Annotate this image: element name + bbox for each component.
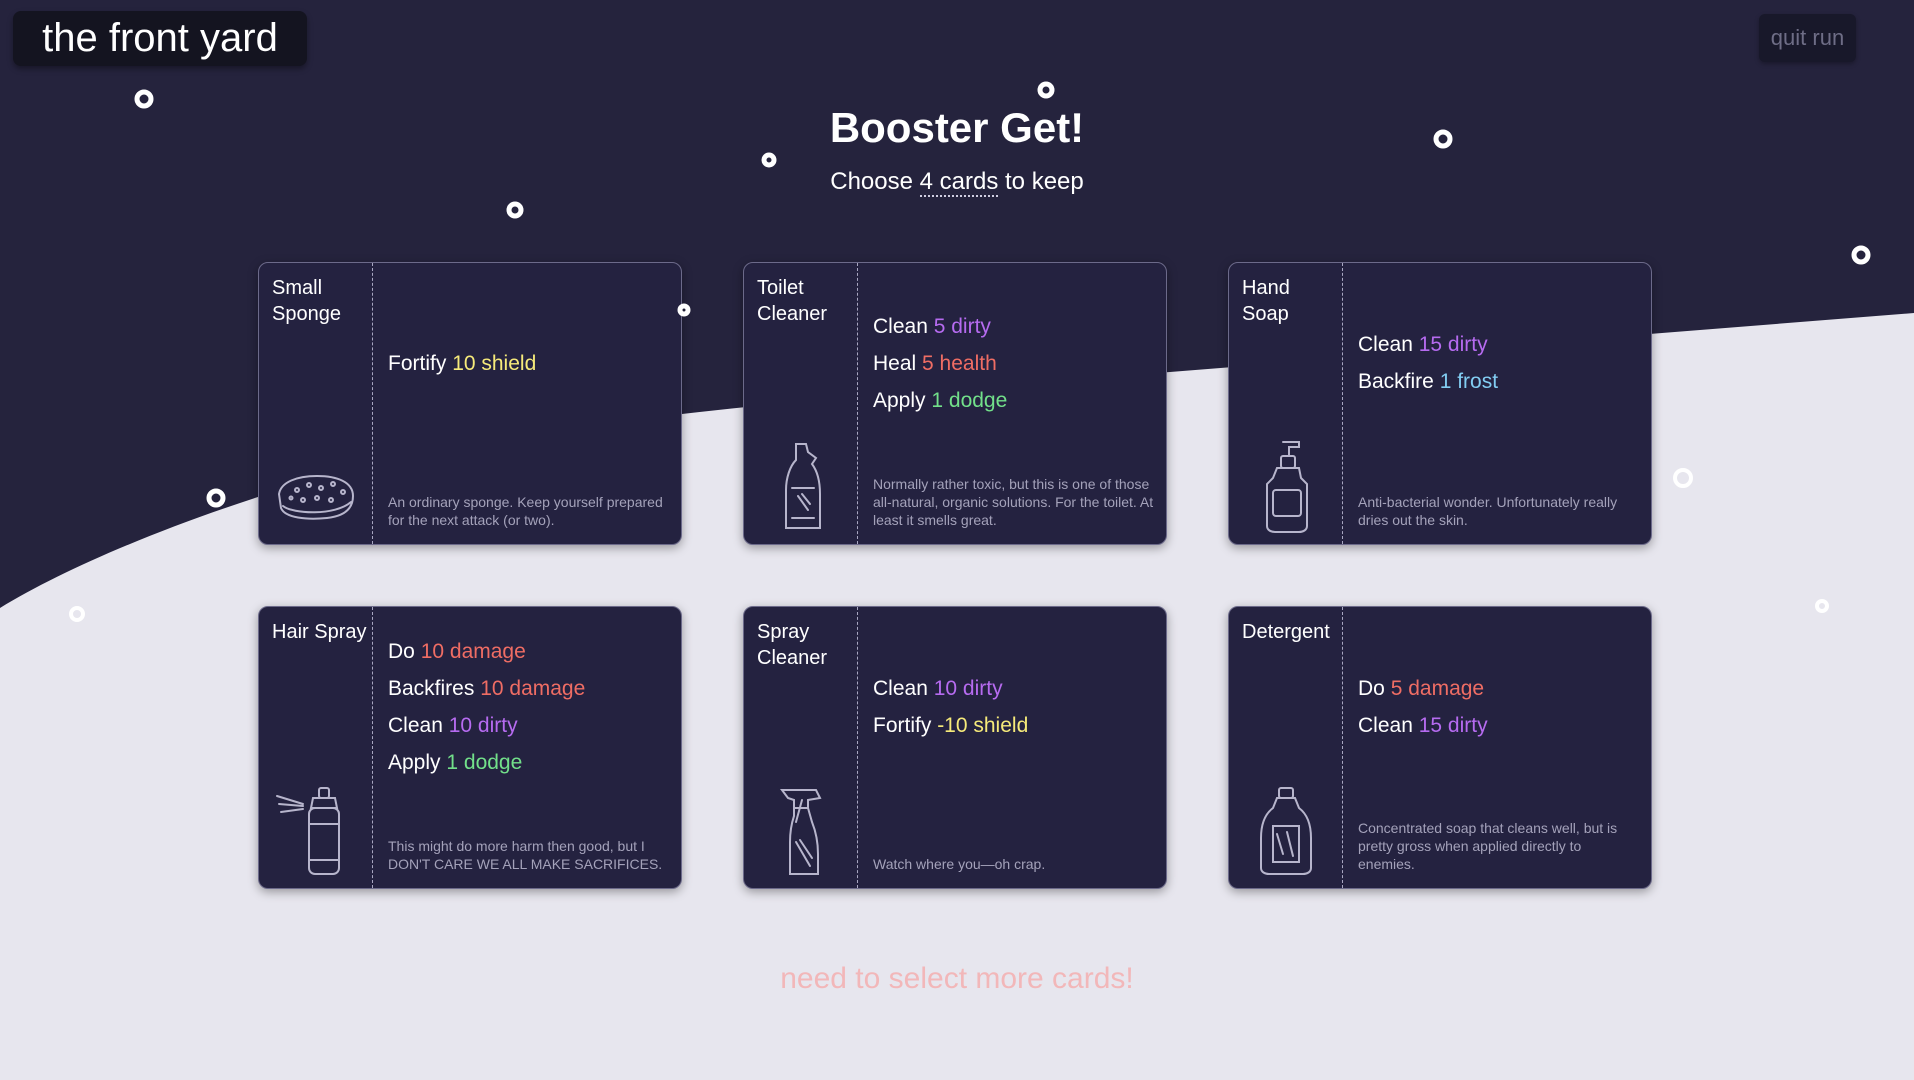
card-flavor-text: Anti-bacterial wonder. Unfortunately rea…	[1358, 494, 1618, 528]
effect-value: 10 shield	[452, 351, 537, 375]
card-spray-cleaner[interactable]: Spray Cleaner Clean 10 dirty Fortify -10…	[743, 606, 1167, 889]
card-flavor-text: Concentrated soap that cleans well, but …	[1358, 820, 1618, 872]
effect-line: Fortify -10 shield	[873, 707, 1156, 744]
effect-line: Clean 5 dirty	[873, 308, 1156, 345]
card-art-panel: Toilet Cleaner	[744, 263, 858, 544]
effect-line: Do 10 damage	[388, 633, 671, 670]
effect-value: 15 dirty	[1418, 714, 1488, 737]
effect-line: Apply 1 dodge	[388, 744, 671, 781]
effect-value: -10 shield	[937, 714, 1029, 737]
effect-line: Do 5 damage	[1358, 670, 1641, 707]
effect-line: Clean 10 dirty	[873, 670, 1156, 707]
selection-status-message: need to select more cards!	[780, 962, 1134, 995]
card-flavor-text: An ordinary sponge. Keep yourself prepar…	[388, 494, 663, 528]
card-effects: Do 5 damage Clean 15 dirty	[1358, 607, 1641, 807]
effect-verb: Backfires	[388, 677, 475, 700]
effect-value: 1 frost	[1439, 370, 1499, 393]
effect-verb: Do	[1358, 677, 1385, 700]
effect-value: 10 dirty	[448, 714, 518, 737]
card-toilet-cleaner[interactable]: Toilet Cleaner Clean 5 dirty Heal 5 heal…	[743, 262, 1167, 545]
card-flavor-text: This might do more harm then good, but I…	[388, 838, 663, 872]
effect-verb: Apply	[388, 751, 441, 774]
quit-run-button[interactable]: quit run	[1759, 14, 1856, 62]
effect-line: Clean 15 dirty	[1358, 326, 1641, 363]
card-art-panel: Spray Cleaner	[744, 607, 858, 888]
card-name: Hand Soap	[1242, 277, 1290, 325]
toilet-cleaner-bottle-icon	[785, 443, 821, 529]
effect-verb: Do	[388, 640, 415, 663]
effect-verb: Fortify	[388, 351, 447, 375]
effect-verb: Clean	[388, 714, 443, 737]
card-detergent[interactable]: Detergent Do 5 damage Clean 15 dirty Con…	[1228, 606, 1652, 889]
effect-line: Backfires 10 damage	[388, 670, 671, 707]
hair-spray-can-icon	[276, 787, 340, 875]
spray-bottle-icon	[780, 789, 822, 875]
card-effects: Do 10 damage Backfires 10 damage Clean 1…	[388, 607, 671, 807]
card-effects: Fortify 10 shield	[388, 263, 671, 463]
effect-value: 5 health	[922, 351, 997, 375]
effect-value: 5 damage	[1390, 677, 1485, 700]
effect-value: 10 damage	[480, 677, 586, 700]
card-art-panel: Hair Spray	[259, 607, 373, 888]
detergent-bottle-icon	[1260, 787, 1312, 875]
card-hand-soap[interactable]: Hand Soap Clean 15 dirty Backfire 1 fros…	[1228, 262, 1652, 545]
card-effects: Clean 10 dirty Fortify -10 shield	[873, 607, 1156, 807]
effect-value: 15 dirty	[1418, 333, 1488, 356]
effect-verb: Clean	[1358, 714, 1413, 737]
card-small-sponge[interactable]: Small Sponge Fortify 10 shield An ordina…	[258, 262, 682, 545]
card-name: Spray Cleaner	[757, 621, 828, 669]
effect-line: Apply 1 dodge	[873, 382, 1156, 419]
booster-subtitle: Choose 4 cards to keep	[0, 168, 1914, 197]
effect-verb: Clean	[1358, 333, 1413, 356]
effect-verb: Backfire	[1358, 370, 1434, 393]
effect-line: Backfire 1 frost	[1358, 363, 1641, 400]
effect-value: 10 damage	[420, 640, 526, 663]
card-name: Toilet Cleaner	[757, 277, 828, 325]
card-hair-spray[interactable]: Hair Spray Do 10 damage Backfires 10 dam…	[258, 606, 682, 889]
card-name: Small Sponge	[272, 277, 341, 325]
effect-line: Clean 10 dirty	[388, 707, 671, 744]
hand-soap-pump-icon	[1266, 441, 1308, 533]
effect-verb: Clean	[873, 677, 928, 700]
effect-value: 5 dirty	[933, 314, 991, 338]
booster-title: Booster Get!	[829, 104, 1085, 151]
effect-verb: Heal	[873, 351, 917, 375]
card-art-panel: Small Sponge	[259, 263, 373, 544]
effect-verb: Apply	[873, 388, 926, 412]
card-flavor-text: Normally rather toxic, but this is one o…	[873, 476, 1154, 528]
card-art-panel: Detergent	[1229, 607, 1343, 888]
card-flavor-text: Watch where you—oh crap.	[873, 856, 1046, 872]
card-art-panel: Hand Soap	[1229, 263, 1343, 544]
effect-line: Fortify 10 shield	[388, 345, 671, 382]
subtitle-suffix: to keep	[1005, 168, 1084, 195]
effect-value: 1 dodge	[446, 751, 523, 774]
cards-to-keep-count: 4 cards	[919, 168, 999, 197]
effect-verb: Fortify	[873, 714, 932, 737]
sponge-icon	[277, 474, 355, 520]
subtitle-prefix: Choose	[830, 168, 913, 195]
card-effects: Clean 5 dirty Heal 5 health Apply 1 dodg…	[873, 263, 1156, 463]
card-name: Hair Spray	[272, 621, 367, 643]
effect-value: 10 dirty	[933, 677, 1003, 700]
location-title: the front yard	[13, 11, 307, 66]
effect-line: Clean 15 dirty	[1358, 707, 1641, 744]
card-name: Detergent	[1242, 621, 1330, 643]
card-effects: Clean 15 dirty Backfire 1 frost	[1358, 263, 1641, 463]
effect-line: Heal 5 health	[873, 345, 1156, 382]
effect-value: 1 dodge	[931, 388, 1008, 412]
effect-verb: Clean	[873, 314, 928, 338]
